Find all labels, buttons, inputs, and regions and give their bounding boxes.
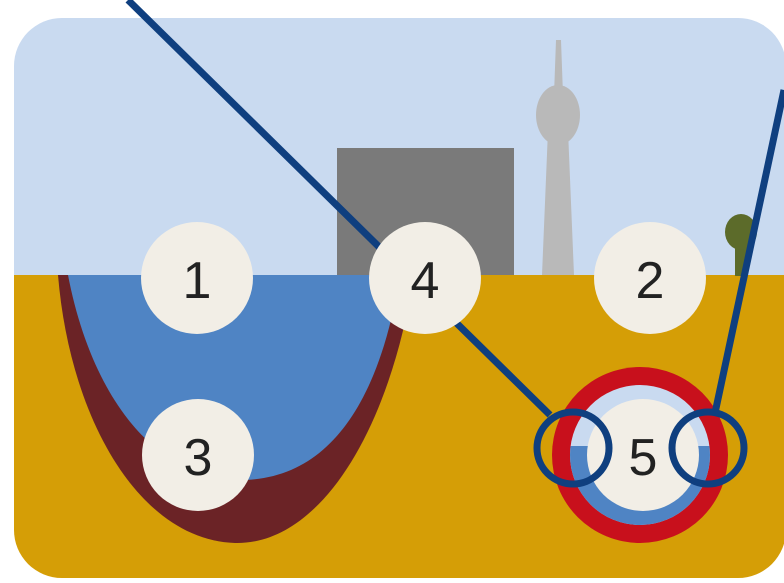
callout-line-left	[125, 0, 553, 418]
label-1: 1	[141, 222, 253, 334]
label-5-text: 5	[629, 429, 658, 487]
label-3-text: 3	[184, 429, 213, 487]
label-1-text: 1	[183, 252, 212, 310]
callout-line-right	[711, 89, 784, 414]
label-5: 5	[587, 399, 699, 511]
tower-icon	[536, 40, 580, 275]
label-3: 3	[142, 399, 254, 511]
callout-circle-left	[533, 408, 613, 488]
label-2-text: 2	[636, 252, 665, 310]
label-4: 4	[369, 222, 481, 334]
label-2: 2	[594, 222, 706, 334]
callout-circle-right	[668, 408, 748, 488]
label-4-text: 4	[411, 252, 440, 310]
